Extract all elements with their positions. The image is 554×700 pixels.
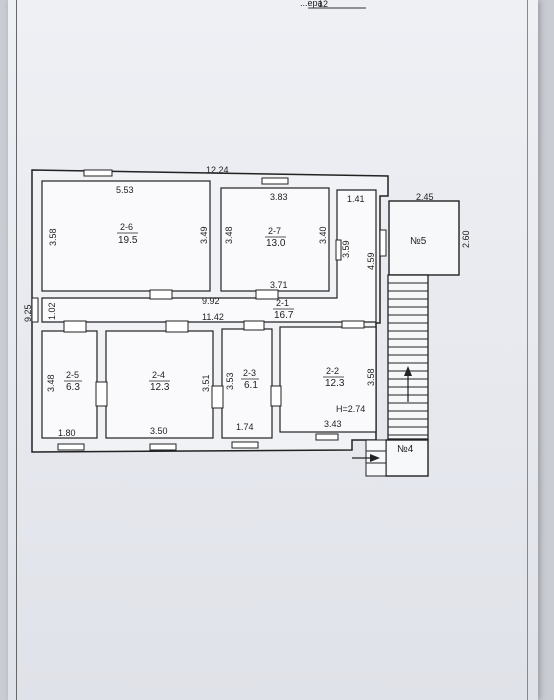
dim-top-total: 12.24 [206, 165, 229, 175]
dim-2-1-left: 1.02 [47, 302, 57, 320]
room-2-6-area: 19.5 [118, 235, 138, 246]
door [95, 381, 108, 407]
dim-2-3-bottom: 1.74 [236, 422, 254, 432]
window [149, 443, 177, 451]
dim-annex5-height: 2.60 [461, 230, 471, 248]
room-2-2-area: 12.3 [325, 378, 345, 389]
dim-2-4-right: 3.51 [201, 374, 211, 392]
windows [31, 169, 387, 451]
dim-corridor-right: 4.59 [366, 252, 376, 270]
room-2-5-area: 6.3 [66, 382, 80, 393]
dim-2-6-top: 5.53 [116, 185, 134, 195]
dim-2-1-bottom: 11.42 [202, 312, 224, 322]
dim-2-6-left: 3.58 [48, 228, 58, 246]
dim-annex5-width: 2.45 [416, 192, 434, 202]
window [379, 229, 387, 257]
annex-4-label: №4 [397, 444, 414, 455]
room-2-5-id: 2-5 [66, 370, 79, 380]
header-number: 12 [318, 0, 328, 9]
door [255, 289, 279, 300]
dim-2-1-width: 1.41 [347, 194, 365, 204]
room-2-5 [41, 330, 98, 439]
dim-2-2-right: 3.58 [366, 368, 376, 386]
dim-2-7-right: 3.40 [318, 226, 328, 244]
window [83, 169, 113, 177]
room-2-6-id: 2-6 [120, 222, 133, 232]
window [31, 297, 39, 323]
dim-2-1-vertical: 3.59 [341, 240, 351, 258]
door [335, 239, 342, 261]
dim-2-3-left: 3.53 [225, 372, 235, 390]
room-2-3 [221, 328, 273, 439]
window [231, 441, 259, 449]
door [211, 385, 224, 409]
window [261, 177, 289, 185]
room-2-4-id: 2-4 [152, 370, 165, 380]
dim-2-2-bottom: 3.43 [324, 419, 342, 429]
room-2-7-id: 2-7 [268, 226, 281, 236]
window [315, 433, 339, 441]
room-2-1-id: 2-1 [276, 298, 289, 308]
room-2-7 [220, 187, 330, 292]
entrance-arrow [352, 454, 380, 462]
door [341, 320, 365, 329]
dim-2-1-top: 9.92 [202, 296, 220, 306]
annex-5-label: №5 [410, 236, 427, 247]
room-2-2-id: 2-2 [326, 366, 339, 376]
dim-2-5-left: 3.48 [46, 374, 56, 392]
dim-2-7-left: 3.48 [224, 226, 234, 244]
staircase [387, 274, 429, 440]
room-2-7-area: 13.0 [266, 238, 286, 249]
dim-2-6-right: 3.49 [199, 226, 209, 244]
drawing-frame [16, 0, 528, 700]
door [270, 385, 282, 407]
dim-2-4-bottom: 3.50 [150, 426, 168, 436]
door [63, 320, 87, 333]
header-text: ...ера [300, 0, 323, 8]
dim-left-total: 9.25 [23, 304, 33, 322]
dim-2-7-bottom: 3.71 [270, 280, 288, 290]
door [149, 289, 173, 300]
room-2-4-area: 12.3 [150, 382, 170, 393]
door [243, 320, 265, 331]
dim-2-7-top: 3.83 [270, 192, 288, 202]
room-2-3-area: 6.1 [244, 380, 258, 391]
room-2-1 [41, 189, 377, 323]
room-2-6 [41, 180, 211, 292]
doors [63, 239, 365, 409]
room-2-1-area: 16.7 [274, 310, 294, 321]
room-2-4 [105, 330, 214, 439]
door [165, 320, 189, 333]
room-2-3-id: 2-3 [243, 368, 256, 378]
room-2-2 [279, 326, 377, 433]
dim-2-5-bottom: 1.80 [58, 428, 76, 438]
window [57, 443, 85, 451]
height-label: H=2.74 [336, 404, 365, 414]
